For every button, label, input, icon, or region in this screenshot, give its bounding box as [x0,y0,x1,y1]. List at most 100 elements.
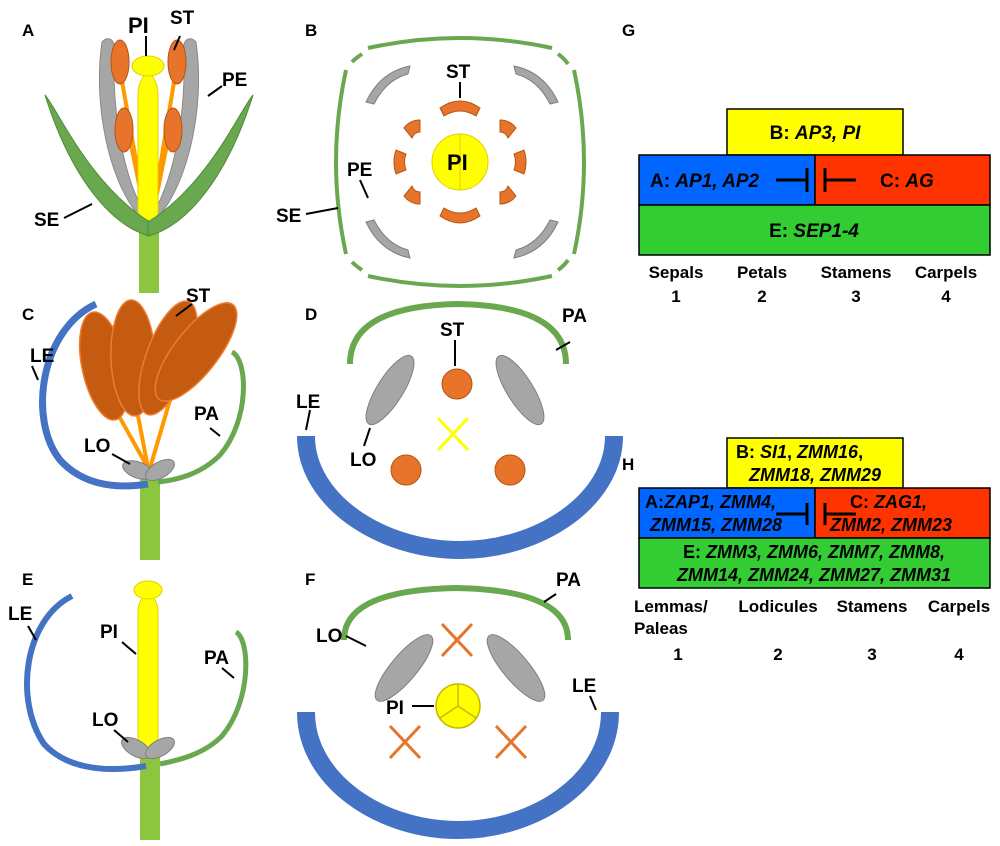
panel-a-leader-lines [63,35,223,219]
h-class-b-line1: B: SI1, ZMM16, [736,442,863,462]
panel-e-lodicule-right [145,736,175,760]
h-class-b-line2: ZMM18, ZMM29 [748,465,881,485]
panel-f-letter: F [305,570,315,589]
panel-e-stem [140,752,160,840]
panel-b-stamens [393,100,527,224]
g-whorl-3: Stamens [821,263,892,282]
g-class-c-text: C: AG [880,171,934,192]
panel-a-stigma [131,55,165,77]
panel-f-lodicule-left [374,634,434,702]
panel-e-leader-lines [27,625,235,743]
panel-c-palea [157,349,246,485]
panel-f-pistil-divisions [439,684,477,719]
h-whorl-2: Lodicules [738,597,817,616]
panel-b-petals [365,65,559,259]
panel-b-sepals [334,36,586,288]
h-mutual-inhibition [776,503,856,525]
panel-c: C LE ST PA LO [22,286,246,560]
panel-e-stigma [133,580,163,600]
panel-e-le-label: LE [8,604,32,625]
h-whorl-1-line2: Paleas [634,619,688,638]
panel-c-lemma [39,300,149,490]
panel-a-stem [139,225,159,293]
panel-e-pi-label: PI [100,622,118,643]
panel-b: B [276,21,586,288]
panel-f: F PA LO PI LE [297,570,619,840]
panel-d-letter: D [305,305,317,324]
g-class-e-box [638,204,991,256]
g-whorl-4: Carpels [915,263,977,282]
g-whorl-num-1: 1 [671,287,680,306]
panel-d-st-label: ST [440,320,465,341]
panel-a-petal-right [147,38,200,226]
h-class-c-line1: C: ZAG1, [850,492,927,512]
panel-c-lodicule-right [145,458,175,482]
panel-e-pistil [137,593,159,755]
panel-a-sepal-right [147,94,254,237]
panel-h-letter: H [622,455,634,474]
panel-b-pe-label: PE [347,160,372,181]
panel-d-palea [347,300,569,365]
panel-a-petal-left [98,38,151,226]
panel-a-anthers [110,39,187,153]
panel-d-pa-label: PA [562,306,587,327]
panel-e-palea [159,629,249,767]
panel-h: H B: SI1, ZMM16, ZMM18, ZMM29 A:ZAP1, ZM… [622,437,991,664]
panel-g: G B: AP3, PI A: AP1, AP2 C: AG E: SEP1-4… [622,21,991,306]
panel-e-pa-label: PA [204,648,229,669]
h-whorl-num-4: 4 [954,645,964,664]
panel-d-lo-label: LO [350,450,376,471]
panel-c-st-label: ST [186,286,211,307]
g-mutual-inhibition [776,168,856,192]
panel-d-lemma [297,435,623,560]
h-whorl-1: Lemmas/ [634,597,708,616]
panel-d-le-label: LE [296,392,320,413]
panel-d-stamen-left [390,454,422,486]
panel-d-lodicule-left [365,354,415,426]
panel-f-leader-lines [345,593,597,711]
h-whorl-3: Stamens [837,597,908,616]
panel-a-se-label: SE [34,210,59,231]
g-whorl-2: Petals [737,263,787,282]
panel-e-lemma [24,593,147,773]
panel-f-lo-label: LO [316,626,342,647]
panel-c-leader-lines [31,303,221,465]
panel-d-stamen-top [441,368,473,400]
panel-f-pi-label: PI [386,698,404,719]
panel-c-pa-label: PA [194,404,219,425]
panel-e-letter: E [22,570,33,589]
panel-c-letter: C [22,305,34,324]
h-whorl-num-3: 3 [867,645,876,664]
g-whorl-num-3: 3 [851,287,860,306]
g-class-b-text: B: AP3, PI [770,123,862,144]
panel-a-sepal-left [44,94,151,237]
panel-c-lo-label: LO [84,436,110,457]
panel-e-lo-label: LO [92,710,118,731]
panel-b-letter: B [305,21,317,40]
panel-a-pe-label: PE [222,70,247,91]
panel-a-pistil [137,68,159,231]
panel-d-stamen-right [494,454,526,486]
h-class-e-box [638,537,991,589]
panel-f-lemma [297,711,619,840]
g-whorl-num-4: 4 [941,287,951,306]
panel-d-leader-lines [305,340,571,447]
panel-f-palea [341,584,571,641]
h-whorl-4: Carpels [928,597,990,616]
panel-d-lodicule-right [495,354,545,426]
panel-a-letter: A [22,21,34,40]
panel-d-aborted-pistil [436,416,470,452]
panel-f-lodicule-right [486,634,546,702]
h-class-b-box [726,437,904,489]
panel-b-se-label: SE [276,206,301,227]
panel-b-st-label: ST [446,62,471,83]
h-class-e-line2: ZMM14, ZMM24, ZMM27, ZMM31 [676,565,951,585]
g-class-a-text: A: AP1, AP2 [650,171,760,192]
h-class-a-line2: ZMM15, ZMM28 [649,515,782,535]
panel-f-aborted-stamens [388,622,528,760]
panel-f-le-label: LE [572,676,596,697]
panel-f-pa-label: PA [556,570,581,591]
panel-b-leader-lines [305,82,461,215]
h-class-e-line1: E: ZMM3, ZMM6, ZMM7, ZMM8, [683,542,945,562]
panel-e: E LE PI PA LO [8,570,249,840]
